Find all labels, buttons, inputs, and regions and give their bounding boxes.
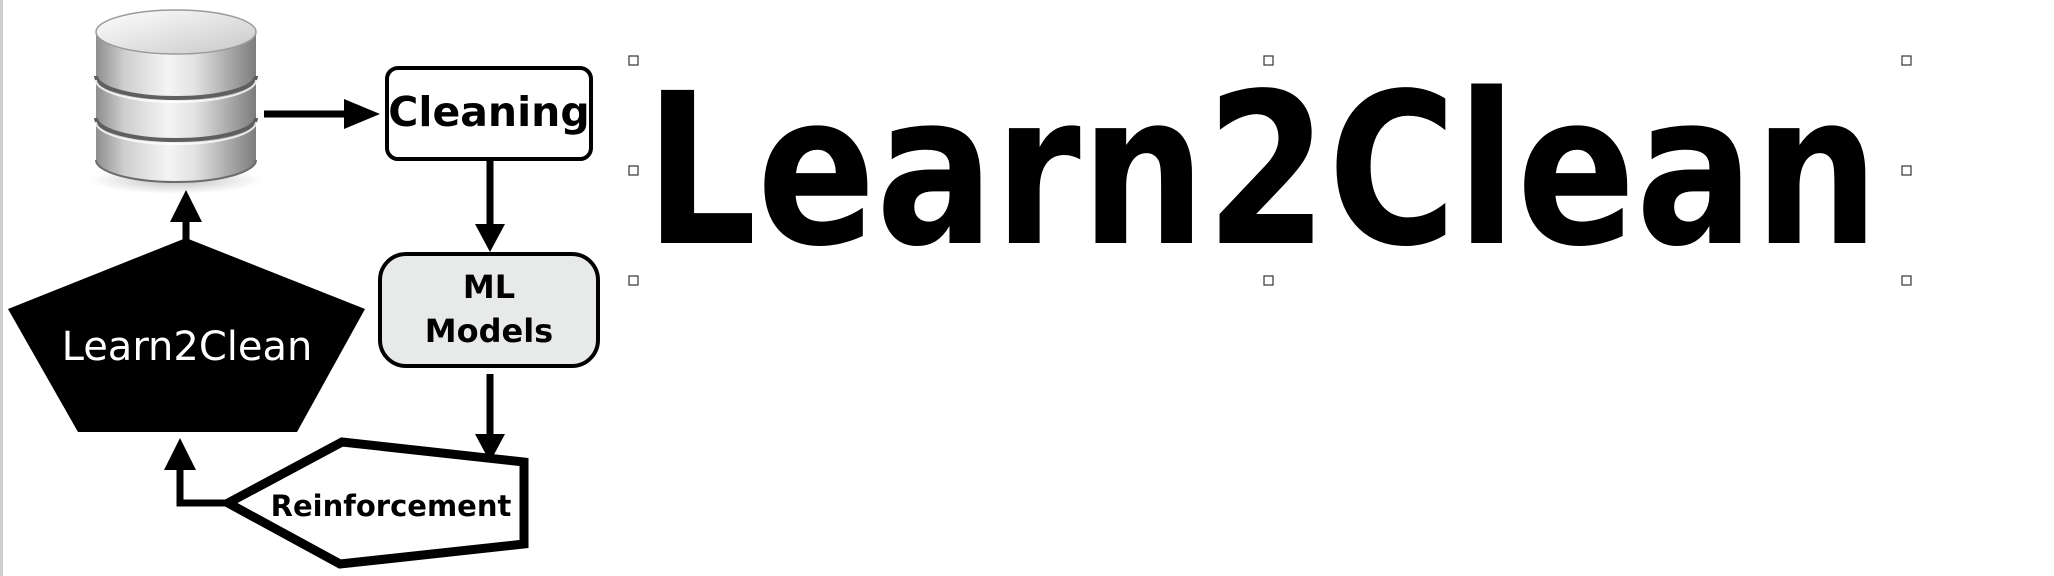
selection-handle-top-right[interactable] [1901, 55, 1912, 66]
ml-models-label-line1: ML [463, 268, 515, 306]
selection-handle-middle-left[interactable] [628, 165, 639, 176]
selection-handle-bottom-right[interactable] [1901, 275, 1912, 286]
selection-handle-top-left[interactable] [628, 55, 639, 66]
selection-handle-bottom-center[interactable] [1263, 275, 1274, 286]
cleaning-node: Cleaning [385, 66, 593, 161]
selection-handle-bottom-left[interactable] [628, 275, 639, 286]
learn2clean-agent-label: Learn2Clean [62, 324, 313, 370]
connector-agent-to-db [170, 190, 202, 240]
window-left-border [0, 0, 3, 576]
wordmark-title[interactable]: Learn2Clean [645, 48, 1879, 293]
reinforcement-node: Reinforcement [218, 437, 529, 569]
selection-handle-middle-right[interactable] [1901, 165, 1912, 176]
learn2clean-agent-node: Learn2Clean [8, 238, 365, 432]
ml-models-label-line2: Models [425, 312, 553, 350]
connector-reinforcement-to-agent [164, 438, 228, 507]
connector-cleaning-to-models [475, 160, 505, 252]
ml-models-node: ML Models [378, 252, 600, 368]
reinforcement-label: Reinforcement [271, 489, 512, 523]
wordmark-text-box[interactable]: Learn2Clean [628, 48, 1912, 293]
connector-db-to-cleaning [264, 99, 380, 129]
selection-handle-top-center[interactable] [1263, 55, 1274, 66]
connector-models-to-reinforcement [475, 374, 505, 462]
cleaning-label: Cleaning [388, 88, 589, 136]
database-icon [90, 9, 262, 194]
